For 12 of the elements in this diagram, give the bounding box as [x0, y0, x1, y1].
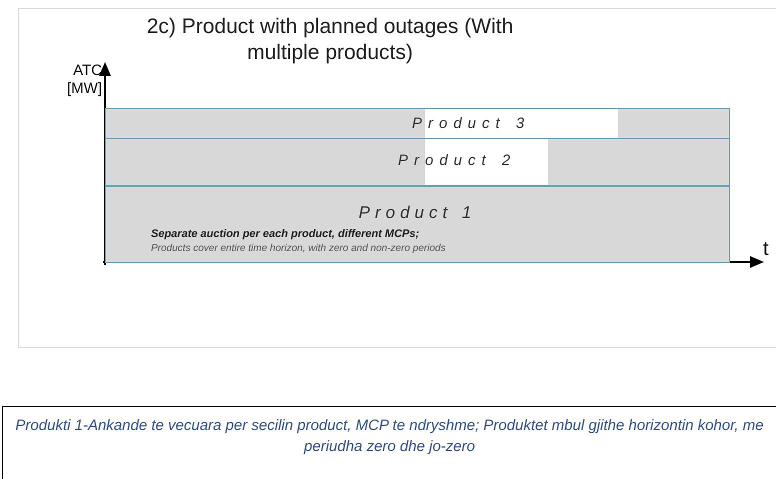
product-band — [105, 186, 730, 263]
axis-label: t — [763, 238, 769, 261]
axis-label: ATC [MW] — [66, 62, 102, 98]
product-band — [105, 108, 730, 139]
band-note: Separate auction per each product, different MCPs; — [151, 228, 420, 240]
diagram-title: 2c) Product with planned outages (With multiple products) — [146, 14, 514, 66]
band-label: Product 1 — [358, 203, 478, 223]
band-label: Product 3 — [412, 115, 530, 132]
product-band — [105, 138, 730, 186]
band-note: Products cover entire time horizon, with zero and non-zero periods — [151, 243, 446, 254]
caption: Produkti 1-Ankande te vecuara per secilin product, MCP te ndryshme; Produktet mbul gjithe horizontin kohor, me periudha zero dhe jo-zero — [2, 406, 776, 479]
band-label: Product 2 — [398, 152, 516, 169]
